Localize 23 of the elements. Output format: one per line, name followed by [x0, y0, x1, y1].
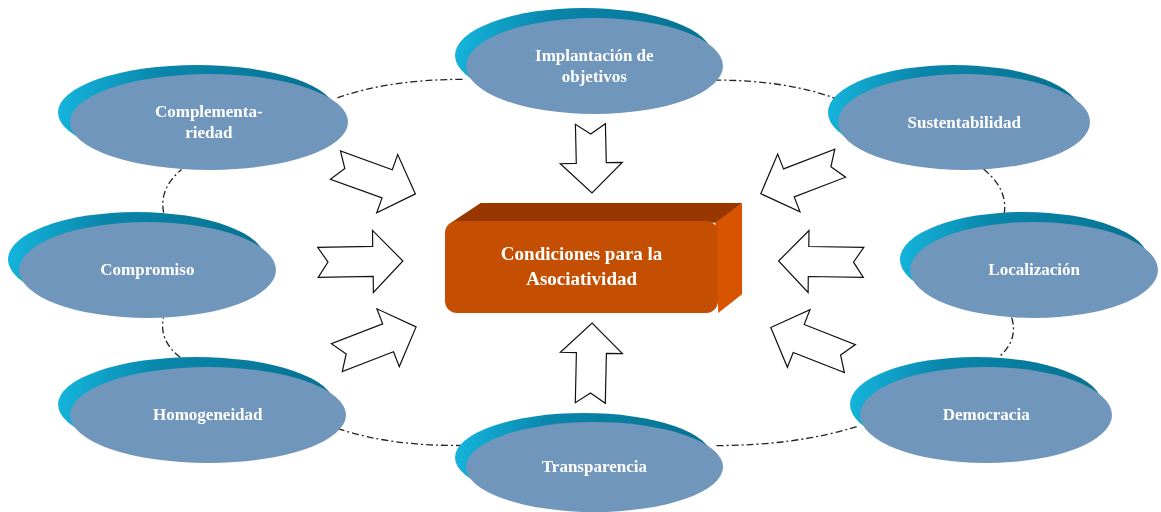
- node-label: Homogeneidad: [152, 404, 263, 426]
- node-label: Complementa- riedad: [153, 100, 264, 144]
- node-label: Democracia: [942, 404, 1030, 426]
- dash-dot-connector: [162, 168, 183, 214]
- dash-dot-connector: [714, 426, 858, 447]
- block-arrow: [770, 308, 857, 374]
- block-arrow: [558, 322, 624, 405]
- dash-dot-connector: [336, 78, 464, 99]
- dash-dot-connector: [982, 168, 1006, 214]
- block-node: [445, 203, 742, 313]
- block-arrow: [316, 228, 404, 294]
- block-arrow: [330, 307, 417, 373]
- block-arrow: [760, 148, 847, 213]
- block-arrow: [558, 122, 624, 194]
- node-label: Condiciones para la Asociatividad: [499, 242, 664, 291]
- block-arrow: [777, 229, 865, 294]
- node-label: Sustentabilidad: [907, 111, 1021, 133]
- block-arrow: [329, 150, 417, 215]
- node-label: Implantación de objetivos: [534, 44, 655, 87]
- node-label: Localización: [988, 259, 1080, 281]
- node-label: Compromiso: [100, 259, 195, 281]
- dash-dot-connector: [161, 316, 181, 359]
- node-label: Transparencia: [541, 456, 647, 478]
